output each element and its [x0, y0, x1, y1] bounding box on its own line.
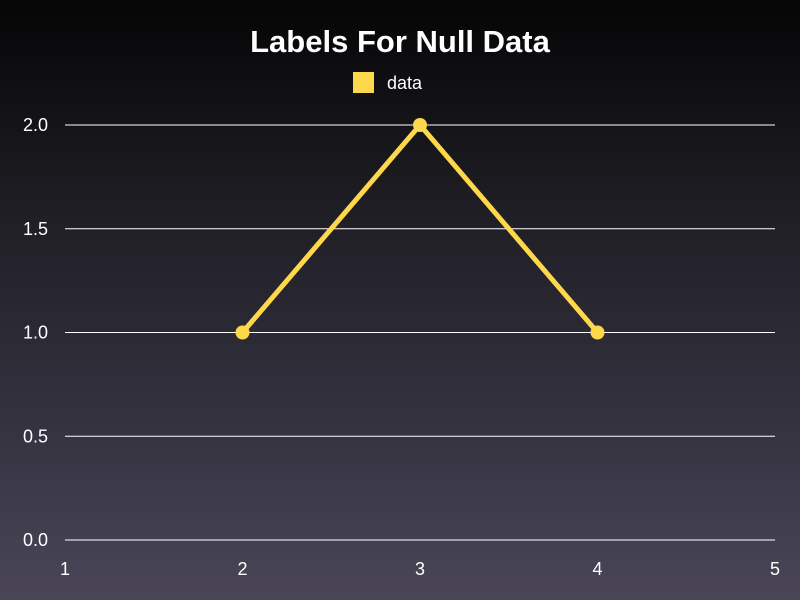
- x-axis-ticks: 1 2 3 4 5: [60, 559, 780, 579]
- data-point[interactable]: [235, 325, 250, 340]
- grid-lines: [65, 124, 775, 541]
- y-tick-label: 0.5: [23, 426, 48, 446]
- series-data: [235, 118, 605, 340]
- legend-label-data: data: [387, 73, 423, 93]
- legend[interactable]: data: [353, 72, 423, 93]
- y-tick-label: 1.0: [23, 323, 48, 343]
- y-tick-label: 2.0: [23, 115, 48, 135]
- x-tick-label: 5: [770, 559, 780, 579]
- x-tick-label: 1: [60, 559, 70, 579]
- data-point[interactable]: [413, 118, 427, 132]
- x-tick-label: 2: [237, 559, 247, 579]
- chart-title: Labels For Null Data: [250, 24, 550, 59]
- x-tick-label: 3: [415, 559, 425, 579]
- y-tick-label: 0.0: [23, 530, 48, 550]
- legend-swatch-data: [353, 72, 374, 93]
- y-tick-label: 1.5: [23, 219, 48, 239]
- data-point[interactable]: [590, 325, 605, 340]
- y-axis-ticks: 0.0 0.5 1.0 1.5 2.0: [23, 115, 48, 550]
- x-tick-label: 4: [592, 559, 602, 579]
